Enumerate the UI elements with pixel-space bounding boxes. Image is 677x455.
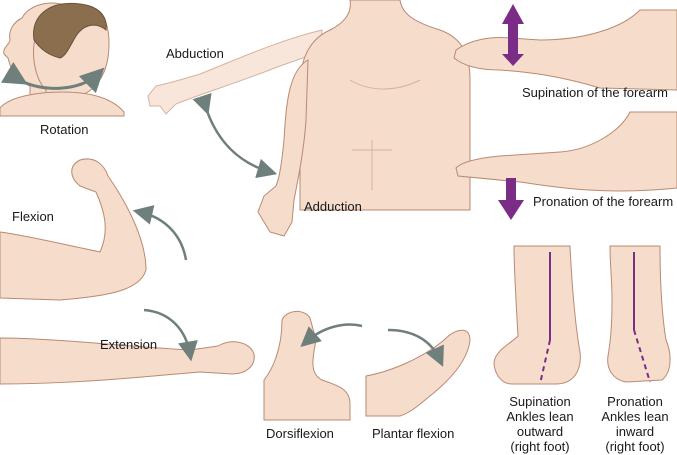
label-rotation: Rotation xyxy=(40,122,89,137)
label-abduction: Abduction xyxy=(166,46,224,61)
flexion-arm xyxy=(0,158,188,301)
supination-foot xyxy=(493,245,581,385)
dorsiflexion-arrow xyxy=(300,323,363,347)
extended-arm xyxy=(0,337,255,385)
pronation-arrow-down xyxy=(498,200,524,220)
pronation-leg xyxy=(607,245,671,383)
label-pronation-forearm: Pronation of the forearm xyxy=(533,194,674,209)
abduction-adduction-arrow xyxy=(192,92,278,179)
forearm-supination xyxy=(453,4,677,91)
plantar-flexion-foot xyxy=(365,328,471,417)
pronation-foot-line1: Pronation xyxy=(607,394,663,409)
plantar-foot-shape xyxy=(365,329,471,417)
supination-foot-line4: (right foot) xyxy=(510,439,570,454)
adducted-arm xyxy=(257,59,309,237)
pronation-arrow-body xyxy=(506,178,516,204)
supination-dash xyxy=(539,339,551,385)
rotation-arrow xyxy=(0,61,105,94)
label-plantar-flexion: Plantar flexion xyxy=(372,426,455,441)
torso-figure xyxy=(147,0,471,237)
label-adduction: Adduction xyxy=(304,199,362,214)
plantar-flexion-arrow xyxy=(387,328,444,367)
label-pronation-foot: Pronation Ankles lean inward (right foot… xyxy=(594,394,676,454)
label-flexion: Flexion xyxy=(12,209,54,224)
supination-leg xyxy=(493,245,581,385)
label-extension: Extension xyxy=(100,337,158,352)
pronation-foot-line2: Ankles lean xyxy=(601,409,669,424)
torso-chest-line xyxy=(349,79,421,190)
rotation-heads xyxy=(0,2,125,117)
supination-arrow-body xyxy=(508,22,518,56)
flexion-arrow xyxy=(132,205,188,261)
pronation-foot-line3: inward xyxy=(615,424,655,439)
extension-arm xyxy=(0,308,255,385)
head-hair xyxy=(33,2,107,59)
supination-arrow-down xyxy=(502,54,524,66)
label-supination-foot: Supination Ankles lean outward (right fo… xyxy=(494,394,586,454)
forearm-pronation xyxy=(455,111,677,220)
pronation-dash xyxy=(633,329,651,383)
flexed-arm xyxy=(0,158,147,301)
torso xyxy=(299,0,471,211)
pronation-arm xyxy=(455,111,677,192)
extension-arrow xyxy=(143,308,198,362)
dorsiflexion-foot-shape xyxy=(263,311,351,421)
abducted-arm xyxy=(147,29,323,115)
supination-foot-line2: Ankles lean xyxy=(506,409,574,424)
supination-arrow-up xyxy=(502,4,524,24)
dorsiflexion-foot xyxy=(263,311,363,421)
head-shoulders xyxy=(0,91,125,117)
pronation-foot-line4: (right foot) xyxy=(605,439,665,454)
label-supination-forearm: Supination of the forearm xyxy=(522,85,668,100)
pronation-foot xyxy=(607,245,671,383)
supination-foot-line1: Supination xyxy=(509,394,571,409)
supination-arm xyxy=(453,9,677,91)
supination-foot-line3: outward xyxy=(516,424,564,439)
label-dorsiflexion: Dorsiflexion xyxy=(266,426,334,441)
